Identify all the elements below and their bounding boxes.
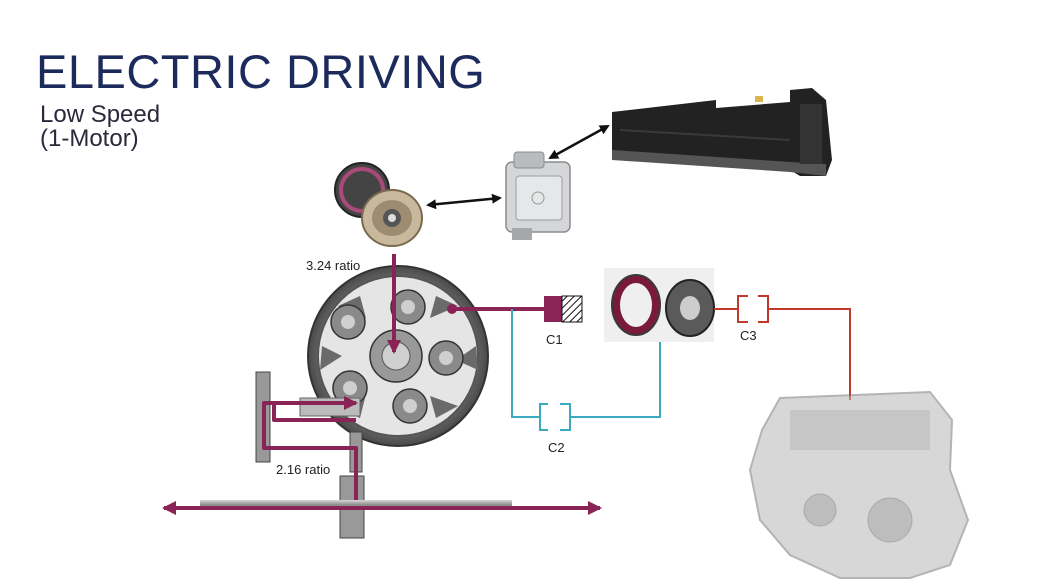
- subtitle-line-2: (1-Motor): [40, 125, 139, 152]
- final-ratio-label: 2.16 ratio: [276, 462, 331, 477]
- inverter-battery-arrow: [548, 124, 610, 160]
- c2-label: C2: [548, 440, 565, 455]
- subtitle-line-1: Low Speed: [40, 101, 161, 128]
- clutch-c3-line: [714, 295, 851, 400]
- battery-pack: [612, 88, 832, 176]
- engine: [748, 390, 970, 579]
- motor-inverter-arrow: [426, 193, 502, 210]
- page-title: ELECTRIC DRIVING: [36, 45, 486, 98]
- c1-label: C1: [546, 332, 563, 347]
- clutch-c1: [544, 295, 583, 323]
- electric-motor: [334, 162, 423, 247]
- clutch-c2-line: [511, 309, 661, 431]
- flow-node: [447, 304, 457, 314]
- inverter-module: [505, 151, 571, 240]
- motor-ratio-label: 3.24 ratio: [306, 258, 361, 273]
- c3-label: C3: [740, 328, 757, 343]
- clutch-components: [604, 268, 715, 342]
- subtitle: Low Speed (1-Motor): [40, 103, 160, 151]
